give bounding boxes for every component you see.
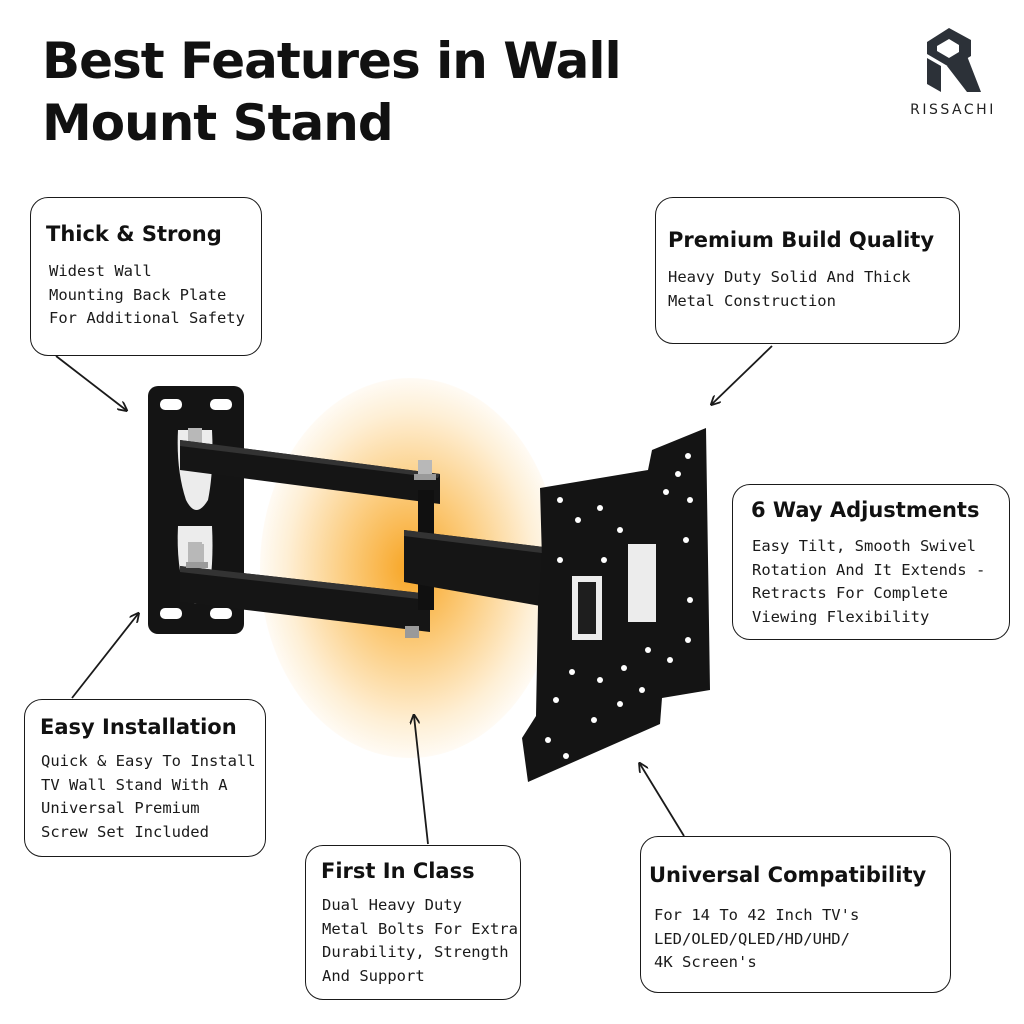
arrow-easy-installation (71, 614, 138, 699)
callout-body: Dual Heavy Duty Metal Bolts For Extra Du… (322, 896, 518, 985)
page-title-line-2: Mount Stand (42, 94, 394, 152)
upper-arm (180, 440, 440, 504)
callout-premium-build: Premium Build Quality Heavy Duty Solid A… (655, 197, 960, 344)
connector-arm (404, 530, 552, 608)
callout-title: Thick & Strong (46, 222, 222, 246)
page-title-line-1: Best Features in Wall (42, 32, 622, 90)
brand-name: RISSACHI (910, 102, 996, 118)
callout-first-in-class: First In Class Dual Heavy Duty Metal Bol… (305, 845, 521, 1000)
callout-title: Universal Compatibility (649, 863, 927, 887)
brand-logo: RISSACHI (898, 26, 1008, 126)
callout-body: Heavy Duty Solid And Thick Metal Constru… (668, 268, 911, 310)
lower-arm (180, 544, 430, 638)
callout-six-way-adjustments: 6 Way Adjustments Easy Tilt, Smooth Swiv… (732, 484, 1010, 640)
callout-title: 6 Way Adjustments (751, 498, 980, 522)
callout-universal-compatibility: Universal Compatibility For 14 To 42 Inc… (640, 836, 951, 993)
callout-easy-installation: Easy Installation Quick & Easy To Instal… (24, 699, 266, 857)
callout-body: For 14 To 42 Inch TV's LED/OLED/QLED/HD/… (654, 906, 860, 971)
arrow-thick-strong (55, 355, 126, 410)
arrow-first-class (414, 716, 429, 845)
callout-title: First In Class (321, 859, 475, 883)
arrow-premium-build (712, 345, 773, 404)
callout-title: Easy Installation (40, 715, 237, 739)
callout-body: Quick & Easy To Install TV Wall Stand Wi… (41, 752, 256, 841)
callout-title: Premium Build Quality (668, 228, 935, 252)
rissachi-logo-icon (927, 28, 981, 92)
callout-body: Easy Tilt, Smooth Swivel Rotation And It… (752, 537, 986, 626)
callout-body: Widest Wall Mounting Back Plate For Addi… (49, 262, 245, 327)
arrow-universal (640, 764, 685, 837)
tv-vesa-plate (522, 428, 710, 782)
callout-thick-strong: Thick & Strong Widest Wall Mounting Back… (30, 197, 262, 356)
page-title: Best Features in Wall Mount Stand (42, 30, 682, 154)
